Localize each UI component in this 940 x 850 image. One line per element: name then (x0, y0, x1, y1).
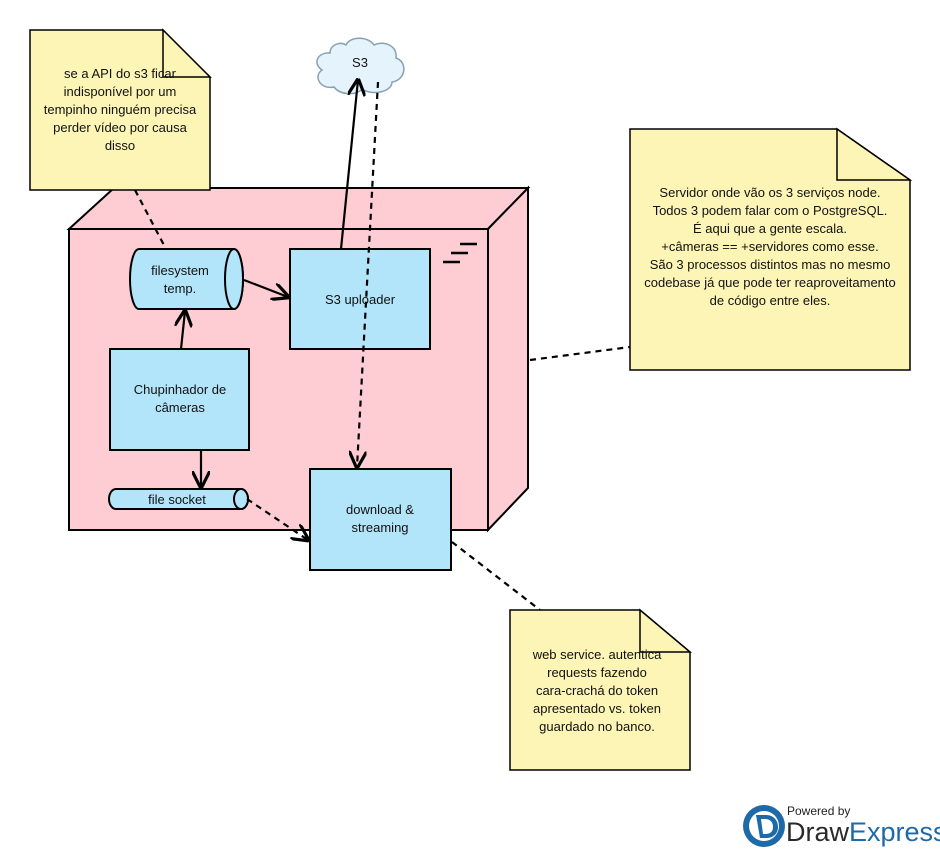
connector-s3-note (134, 189, 167, 250)
arrow-chupinhador-to-filesystem (181, 311, 185, 350)
note-server-line4: +câmeras == +servidores como esse. (661, 239, 879, 254)
chupinhador-box[interactable]: Chupinhador de câmeras (109, 348, 250, 451)
note-s3-api-line5: disso (105, 138, 135, 153)
chupinhador-label-line1: Chupinhador de (134, 382, 227, 397)
note-server-line3: É aqui que a gente escala. (693, 221, 847, 236)
note-server-line5: São 3 processos distintos mas no mesmo (650, 257, 891, 272)
server-node-side (487, 185, 529, 533)
s3-cloud[interactable]: S3 (316, 37, 405, 95)
note-s3-api-line1: se a API do s3 ficar (64, 66, 177, 81)
note-server-line6: codebase já que pode ter reaproveitament… (644, 275, 896, 290)
note-s3-api-line4: perder vídeo por causa (53, 120, 187, 135)
arrow-socket-to-download (246, 498, 308, 540)
note-web-service-line1: web service. autentica (532, 647, 662, 662)
arrow-s3-to-download (357, 81, 380, 467)
note-web-service[interactable]: web service. autentica requests fazendo … (509, 608, 693, 771)
connector-server-note (529, 345, 631, 362)
file-socket-label: file socket (148, 492, 206, 507)
note-server-line2: Todos 3 podem falar com o PostgreSQL. (653, 203, 888, 218)
note-web-service-line3: cara-crachá do token (536, 683, 658, 698)
arrow-uploader-to-s3 (339, 80, 358, 250)
note-s3-api-line3: tempinho ninguém precisa (44, 102, 197, 117)
s3-cloud-label: S3 (352, 55, 368, 70)
logo-express-text: Express (849, 817, 940, 847)
download-streaming-box[interactable]: download & streaming (309, 468, 452, 571)
s3-uploader-box[interactable]: S3 uploader (289, 248, 431, 350)
logo-draw-text: Draw (786, 817, 850, 847)
s3-uploader-label: S3 uploader (325, 292, 396, 307)
note-web-service-line4: apresentado vs. token (533, 701, 661, 716)
drawexpress-logo-icon (743, 805, 785, 847)
note-s3-api[interactable]: se a API do s3 ficar indisponível por um… (29, 28, 212, 191)
note-server-line1: Servidor onde vão os 3 serviços node. (659, 185, 880, 200)
logo-powered-by: Powered by (787, 804, 850, 818)
note-web-service-line5: guardado no banco. (539, 719, 655, 734)
download-label-line2: streaming (351, 520, 408, 535)
connector-web-service-note (451, 541, 541, 611)
download-label-line1: download & (346, 502, 414, 517)
note-web-service-line2: requests fazendo (547, 665, 647, 680)
node-menu-icon (443, 242, 477, 264)
note-s3-api-line2: indisponível por um (64, 84, 177, 99)
filesystem-cylinder[interactable]: filesystem temp. (129, 248, 244, 310)
drawexpress-logo: Powered by Draw Express (743, 804, 940, 847)
note-server-line7: de código entre eles. (710, 293, 831, 308)
filesystem-label-line2: temp. (164, 281, 197, 296)
arrow-filesystem-to-uploader (243, 278, 288, 297)
chupinhador-label-line2: câmeras (155, 400, 205, 415)
note-server[interactable]: Servidor onde vão os 3 serviços node. To… (629, 127, 913, 371)
filesystem-label-line1: filesystem (151, 263, 209, 278)
file-socket-cylinder[interactable]: file socket (108, 488, 249, 510)
